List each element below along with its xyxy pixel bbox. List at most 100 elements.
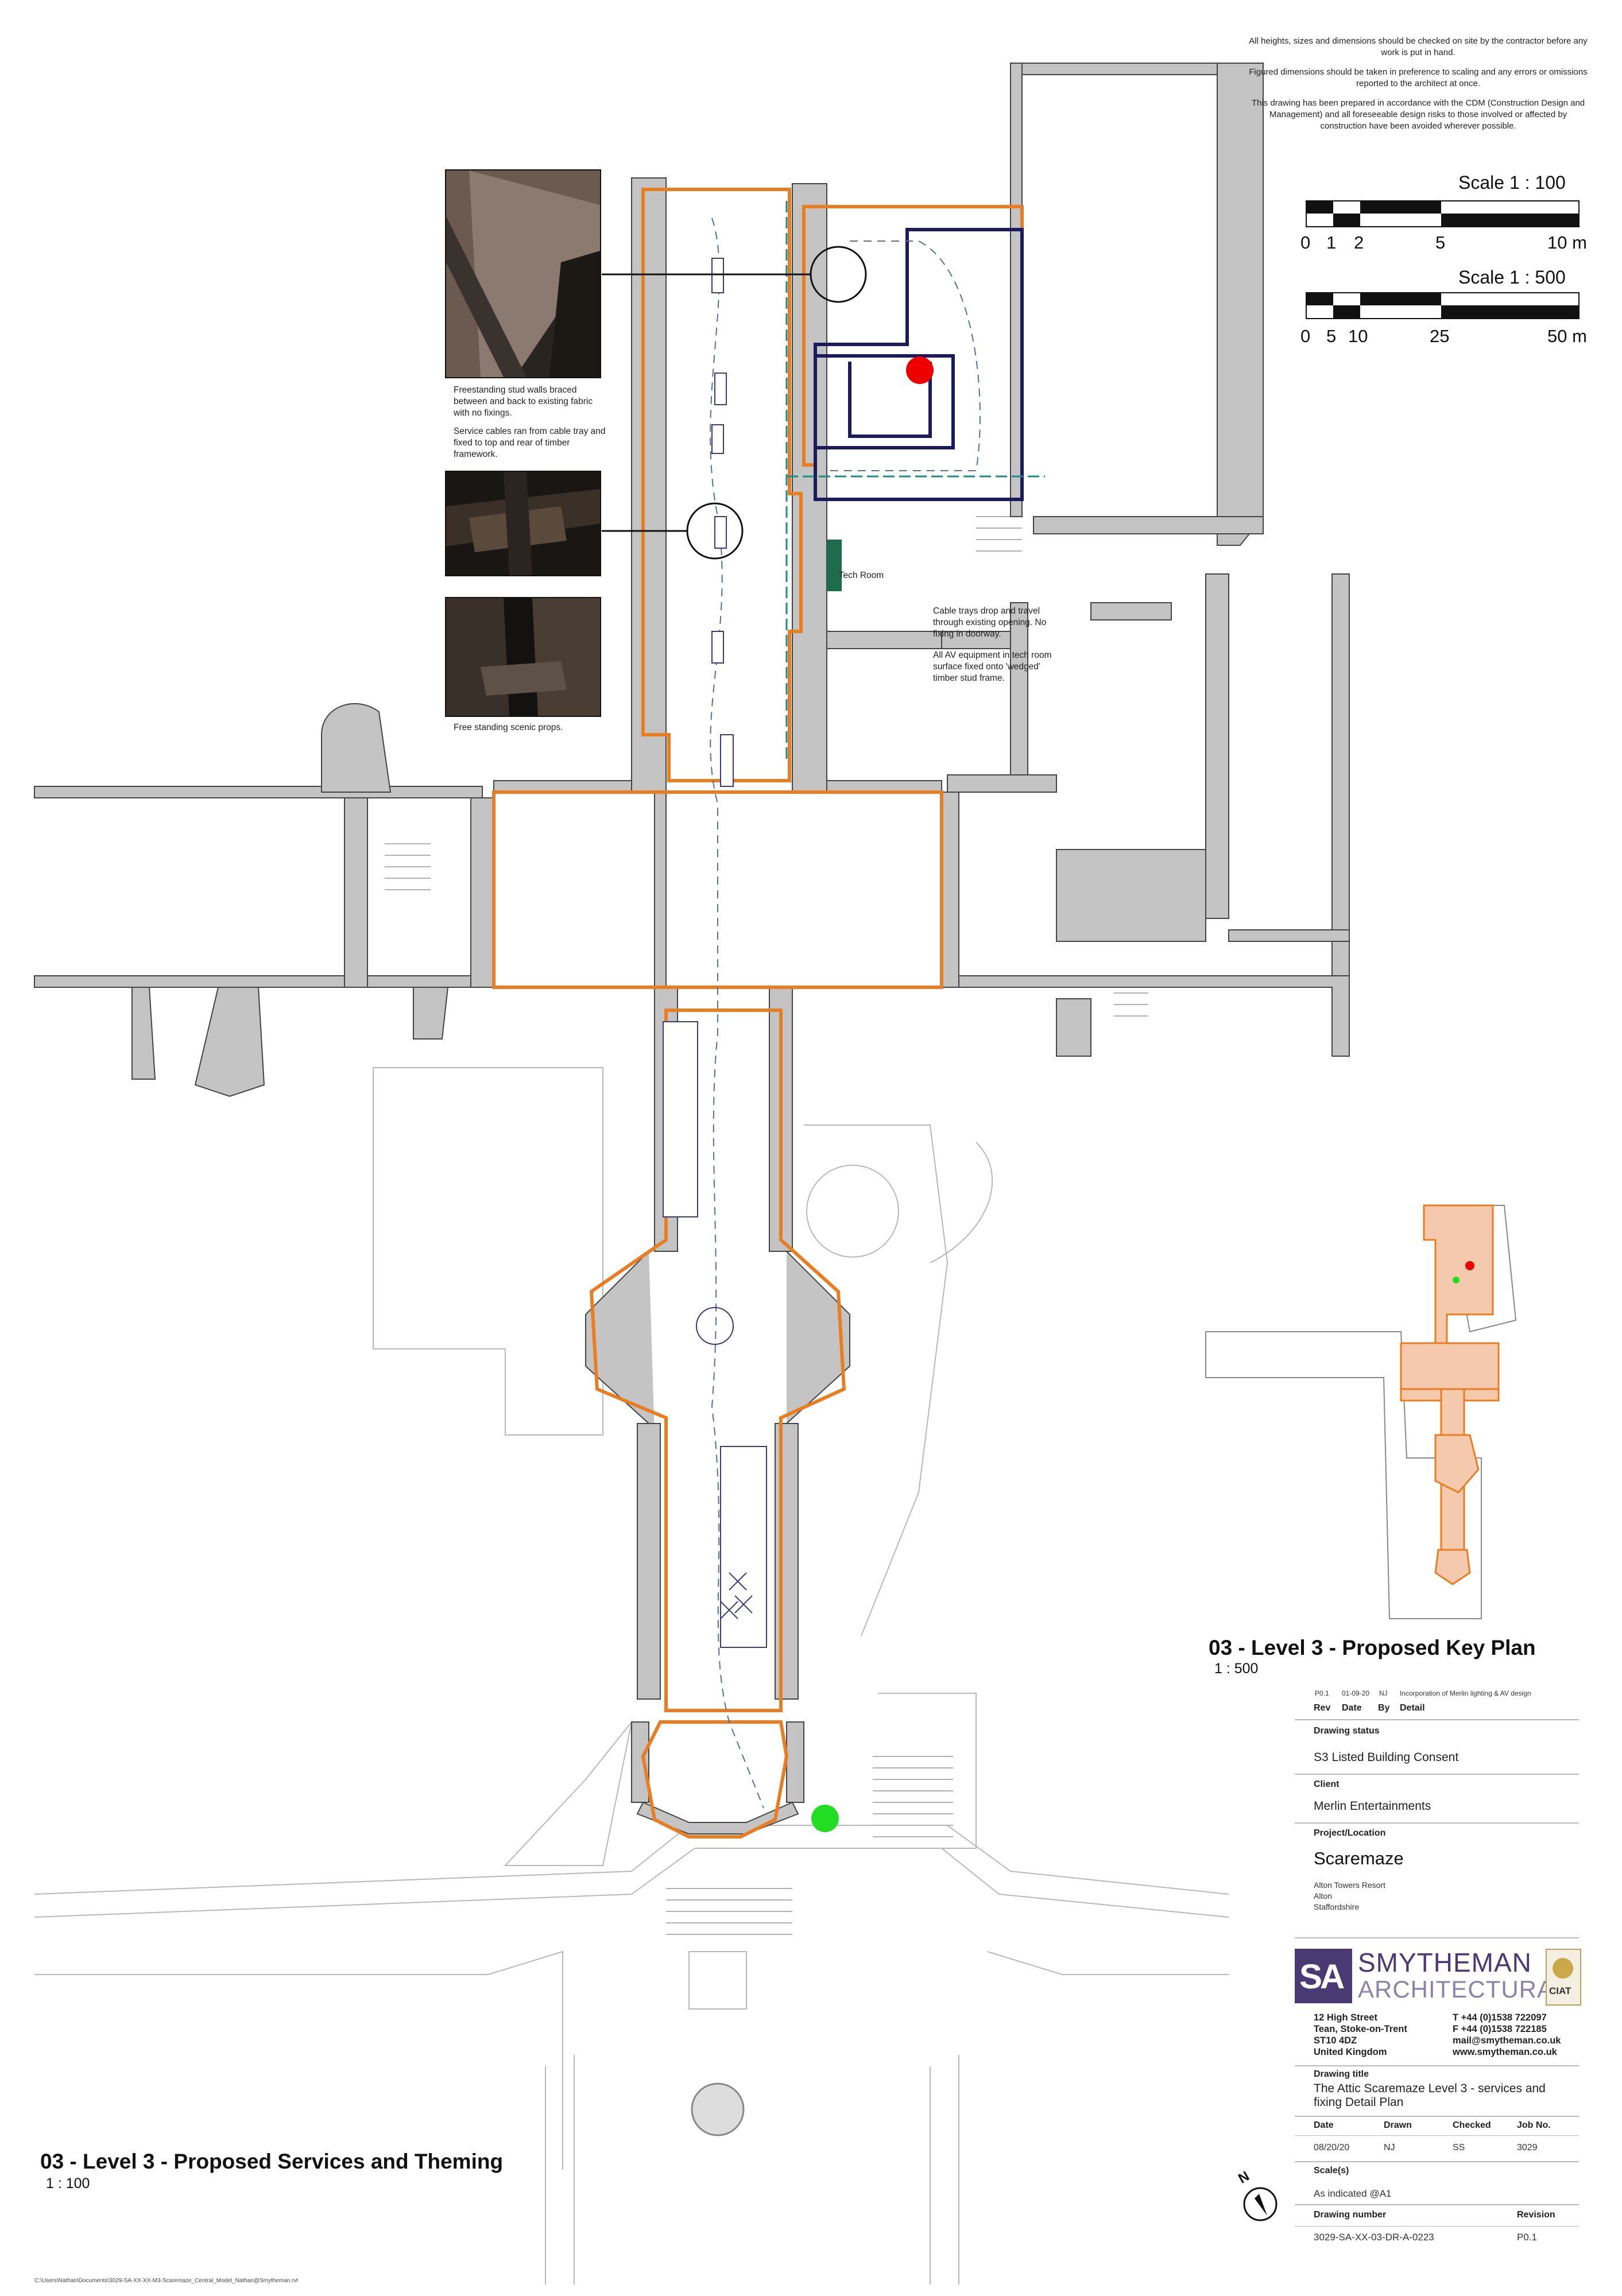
address-line-3: ST10 4DZ: [1314, 2035, 1357, 2046]
drawing-title-line-1: The Attic Scaremaze Level 3 - services a…: [1314, 2082, 1546, 2095]
tb-divider: [1295, 2226, 1579, 2227]
tb-divider: [1295, 2161, 1579, 2162]
drawing-title-value: The Attic Scaremaze Level 3 - services a…: [1314, 2082, 1546, 2109]
note-1: All heights, sizes and dimensions should…: [1249, 36, 1588, 57]
tb-divider: [1295, 2204, 1579, 2205]
general-notes: All heights, sizes and dimensions should…: [1246, 36, 1590, 140]
circulation-route-dashed: [710, 218, 981, 1809]
stair-hatching: [385, 516, 1148, 1935]
company-contact: T +44 (0)1538 722097 F +44 (0)1538 72218…: [1453, 2012, 1561, 2058]
ciat-crest-icon: [1553, 1958, 1573, 1979]
rev-date-header: Date: [1342, 1703, 1362, 1713]
tb-divider: [1295, 2135, 1579, 2136]
scales-label: Scale(s): [1314, 2166, 1349, 2175]
drawing-number-value: 3029-SA-XX-03-DR-A-0223: [1314, 2232, 1434, 2243]
address-line-4: United Kingdom: [1314, 2047, 1387, 2057]
label-tech-room: Tech Room: [838, 571, 884, 580]
photo-timber-framework: [445, 471, 601, 576]
callout-stud-walls: Freestanding stud walls braced between a…: [454, 385, 593, 418]
rev-by-header: By: [1378, 1703, 1390, 1713]
scales-value: As indicated @A1: [1314, 2188, 1392, 2199]
contact-website: www.smytheman.co.uk: [1453, 2047, 1557, 2057]
contact-phone: T +44 (0)1538 722097: [1453, 2012, 1547, 2023]
location-line-1: Alton Towers Resort: [1314, 1880, 1386, 1890]
scale500-tick-5: 5: [1326, 326, 1337, 346]
scale-bar-100: [1306, 200, 1580, 227]
key-plan-title: 03 - Level 3 - Proposed Key Plan: [1209, 1636, 1536, 1659]
round-feature: [806, 1165, 899, 1258]
callout-cable-trays: Cable trays drop and travel through exis…: [933, 606, 1047, 639]
scale-bar-500: [1306, 292, 1580, 319]
project-label: Project/Location: [1314, 1828, 1386, 1838]
drawing-status-label: Drawing status: [1314, 1726, 1380, 1736]
rev-date-value: 01-09-20: [1342, 1689, 1370, 1697]
scale500-tick-50: 50 m: [1547, 326, 1587, 346]
scenic-props: [663, 258, 767, 1648]
octagon-lantern: [691, 2082, 745, 2136]
contact-fax: F +44 (0)1538 722185: [1453, 2024, 1547, 2034]
location-line-2: Alton: [1314, 1891, 1332, 1901]
scale100-tick-2: 2: [1354, 232, 1364, 253]
client-value: Merlin Entertainments: [1314, 1799, 1431, 1813]
rev-header: Rev: [1314, 1703, 1331, 1713]
tech-room-fill: [827, 540, 842, 591]
drawing-title-line-2: fixing Detail Plan: [1314, 2096, 1404, 2109]
scale100-tick-10: 10 m: [1547, 232, 1587, 253]
date-value: 08/20/20: [1314, 2143, 1350, 2152]
tb-divider: [1295, 1719, 1579, 1720]
file-path-footer: C:\Users\Nathan\Documents\3029-SA-XX-XX-…: [34, 2278, 299, 2284]
tb-divider: [1295, 1937, 1579, 1938]
company-logo-mark: SA: [1295, 1949, 1352, 2003]
job-no-label: Job No.: [1517, 2120, 1551, 2130]
drawn-value: NJ: [1384, 2143, 1395, 2152]
location-line-3: Staffordshire: [1314, 1902, 1360, 1911]
tb-divider: [1295, 1822, 1579, 1824]
job-no-value: 3029: [1517, 2143, 1538, 2152]
scale500-tick-0: 0: [1300, 326, 1311, 346]
callout-service-cables: Service cables ran from cable tray and f…: [454, 426, 606, 459]
main-drawing-scale: 1 : 100: [46, 2175, 90, 2192]
address-line-2: Tean, Stoke-on-Trent: [1314, 2024, 1407, 2034]
drawn-label: Drawn: [1384, 2120, 1412, 2130]
photo-scenic-props: [445, 597, 601, 717]
logo-initials: SA: [1299, 1957, 1345, 1996]
scale100-tick-5: 5: [1435, 232, 1446, 253]
scale-label-100: Scale 1 : 100: [1458, 172, 1566, 193]
contact-email: mail@smytheman.co.uk: [1453, 2035, 1561, 2046]
company-name-line2: ARCHITECTURAL: [1358, 1976, 1568, 2003]
address-line-1: 12 High Street: [1314, 2012, 1377, 2023]
services-walls-navy: [814, 228, 1024, 501]
scale500-tick-10: 10: [1348, 326, 1368, 346]
revision-label: Revision: [1517, 2210, 1555, 2220]
tb-divider: [1295, 2065, 1579, 2066]
revision-value: P0.1: [1517, 2232, 1537, 2243]
project-value: Scaremaze: [1314, 1848, 1404, 1868]
checked-label: Checked: [1453, 2120, 1491, 2130]
scale100-tick-0: 0: [1300, 232, 1311, 253]
green-location-marker: [811, 1805, 839, 1832]
rev-value: P0.1: [1315, 1689, 1329, 1697]
rev-detail-value: Incorporation of Merlin lighting & AV de…: [1400, 1689, 1531, 1697]
tb-divider: [1295, 2116, 1579, 2117]
photo-attic-roof: [445, 169, 601, 378]
ciat-badge: CIAT: [1546, 1949, 1581, 2006]
client-label: Client: [1314, 1779, 1340, 1789]
red-location-marker: [906, 356, 934, 384]
note-2: Figured dimensions should be taken in pr…: [1249, 67, 1588, 88]
date-label: Date: [1314, 2120, 1334, 2130]
site-context-linework: [34, 1067, 1229, 2285]
detail-callout-circles: [602, 246, 867, 560]
drawing-status-value: S3 Listed Building Consent: [1314, 1751, 1459, 1764]
callout-props: Free standing scenic props.: [454, 723, 563, 732]
project-location: Alton Towers Resort Alton Staffordshire: [1314, 1880, 1385, 1913]
cable-tray-route: [785, 201, 1045, 763]
checked-value: SS: [1453, 2143, 1465, 2152]
drawing-number-label: Drawing number: [1314, 2210, 1387, 2220]
scale-label-500: Scale 1 : 500: [1458, 267, 1566, 288]
key-plan-scale: 1 : 500: [1214, 1661, 1259, 1677]
callout-av-equipment: All AV equipment in tech room surface fi…: [933, 650, 1052, 683]
north-arrow: [1243, 2187, 1278, 2221]
key-plan-drawing: [1205, 1204, 1517, 1619]
rev-detail-header: Detail: [1400, 1703, 1425, 1713]
